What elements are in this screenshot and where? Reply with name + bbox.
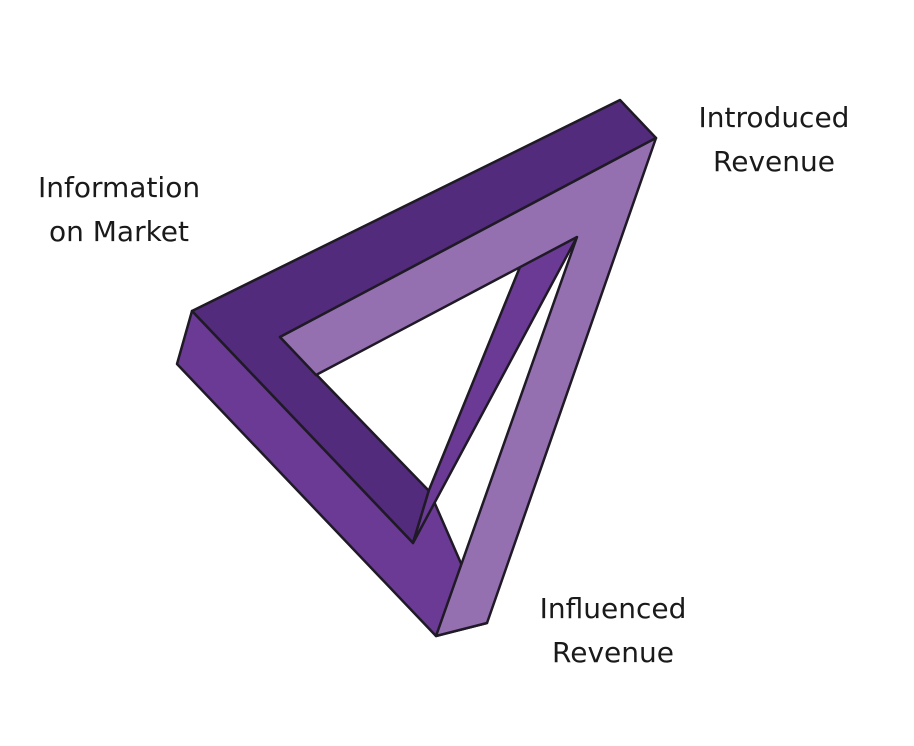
label-introduced-line1: Introduced (698, 101, 850, 134)
label-information-line1: Information (38, 171, 201, 204)
label-influenced-revenue: Influenced Revenue (538, 587, 688, 675)
label-introduced-revenue: Introduced Revenue (698, 96, 850, 184)
label-information-line2: on Market (48, 215, 190, 248)
label-influenced-line1: Influenced (539, 592, 687, 625)
label-introduced-line2: Revenue (713, 145, 835, 178)
label-information-on-market: Information on Market (38, 166, 200, 254)
label-influenced-line2: Revenue (552, 636, 674, 669)
right-beam (278, 136, 658, 638)
